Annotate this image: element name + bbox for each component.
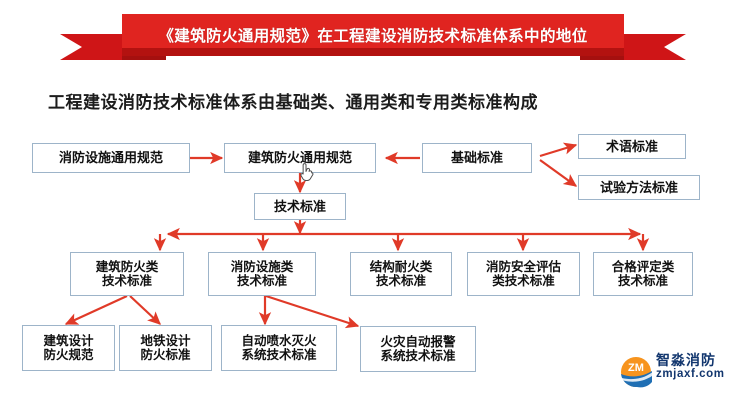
mouse-cursor-pointer-icon [300, 163, 314, 181]
box-structure-fire-resistance-category[interactable]: 结构耐火类 技术标准 [350, 252, 452, 296]
page-title: 《建筑防火通用规范》在工程建设消防技术标准体系中的地位 [158, 28, 588, 45]
logo-mark-icon: ZM [621, 357, 652, 388]
box-metro-design-fire-standard[interactable]: 地铁设计 防火标准 [119, 325, 212, 371]
logo-brand-name: 智淼消防 [656, 352, 716, 368]
box-fire-alarm-system-standard[interactable]: 火灾自动报警 系统技术标准 [360, 326, 476, 372]
box-terminology-standard[interactable]: 术语标准 [578, 134, 686, 159]
box-technical-standard[interactable]: 技术标准 [254, 193, 346, 220]
box-fire-facility-general-code[interactable]: 消防设施通用规范 [32, 143, 190, 173]
box-test-method-standard[interactable]: 试验方法标准 [578, 175, 700, 200]
logo-website-url: zmjaxf.com [656, 368, 725, 381]
box-fire-facility-category[interactable]: 消防设施类 技术标准 [208, 252, 316, 296]
box-basic-standard[interactable]: 基础标准 [422, 143, 532, 173]
box-building-fire-category[interactable]: 建筑防火类 技术标准 [70, 252, 184, 296]
ribbon-body: 《建筑防火通用规范》在工程建设消防技术标准体系中的地位 [122, 14, 624, 56]
logo-text-block: 智淼消防 zmjaxf.com [656, 352, 725, 382]
ribbon-shade [122, 48, 624, 56]
svg-text:ZM: ZM [628, 362, 644, 374]
box-fire-safety-assessment-category[interactable]: 消防安全评估 类技术标准 [467, 252, 580, 296]
box-building-fire-general-code[interactable]: 建筑防火通用规范 [224, 143, 376, 173]
section-subtitle: 工程建设消防技术标准体系由基础类、通用类和专用类标准构成 [48, 93, 538, 112]
box-sprinkler-system-standard[interactable]: 自动喷水灭火 系统技术标准 [221, 325, 337, 371]
box-building-design-fire-code[interactable]: 建筑设计 防火规范 [22, 325, 115, 371]
title-ribbon: 《建筑防火通用规范》在工程建设消防技术标准体系中的地位 [60, 12, 686, 60]
box-conformity-assessment-category[interactable]: 合格评定类 技术标准 [593, 252, 693, 296]
site-logo: ZM 智淼消防 zmjaxf.com [620, 352, 742, 396]
